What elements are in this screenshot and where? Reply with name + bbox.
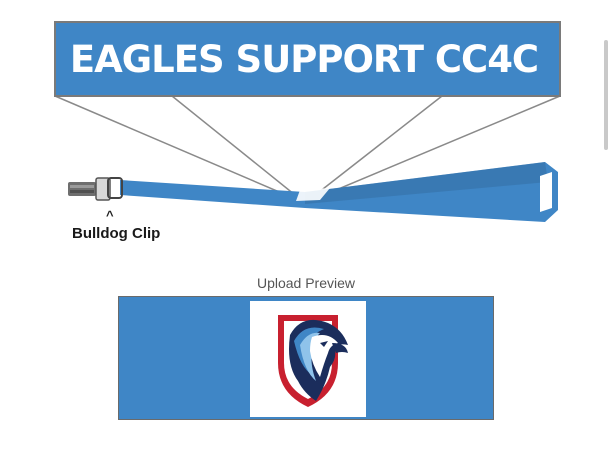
banner-rect: [54, 21, 561, 97]
bulldog-clip-label: Bulldog Clip: [72, 225, 161, 242]
bulldog-clip-icon: [68, 177, 123, 201]
callout-lines: [54, 95, 561, 204]
upload-preview-box: [118, 296, 494, 420]
clip-pointer-caret: ^: [106, 208, 114, 223]
scrollbar[interactable]: [604, 40, 608, 150]
banner-text: EAGLES SUPPORT CC4C: [70, 38, 538, 81]
upload-preview-label: Upload Preview: [256, 275, 356, 291]
uploaded-logo-image: [250, 301, 366, 417]
eagle-shield-logo-icon: [278, 315, 348, 407]
lanyard-strap: [120, 162, 558, 222]
lanyard-illustration: EAGLES SUPPORT CC4C: [54, 21, 608, 222]
